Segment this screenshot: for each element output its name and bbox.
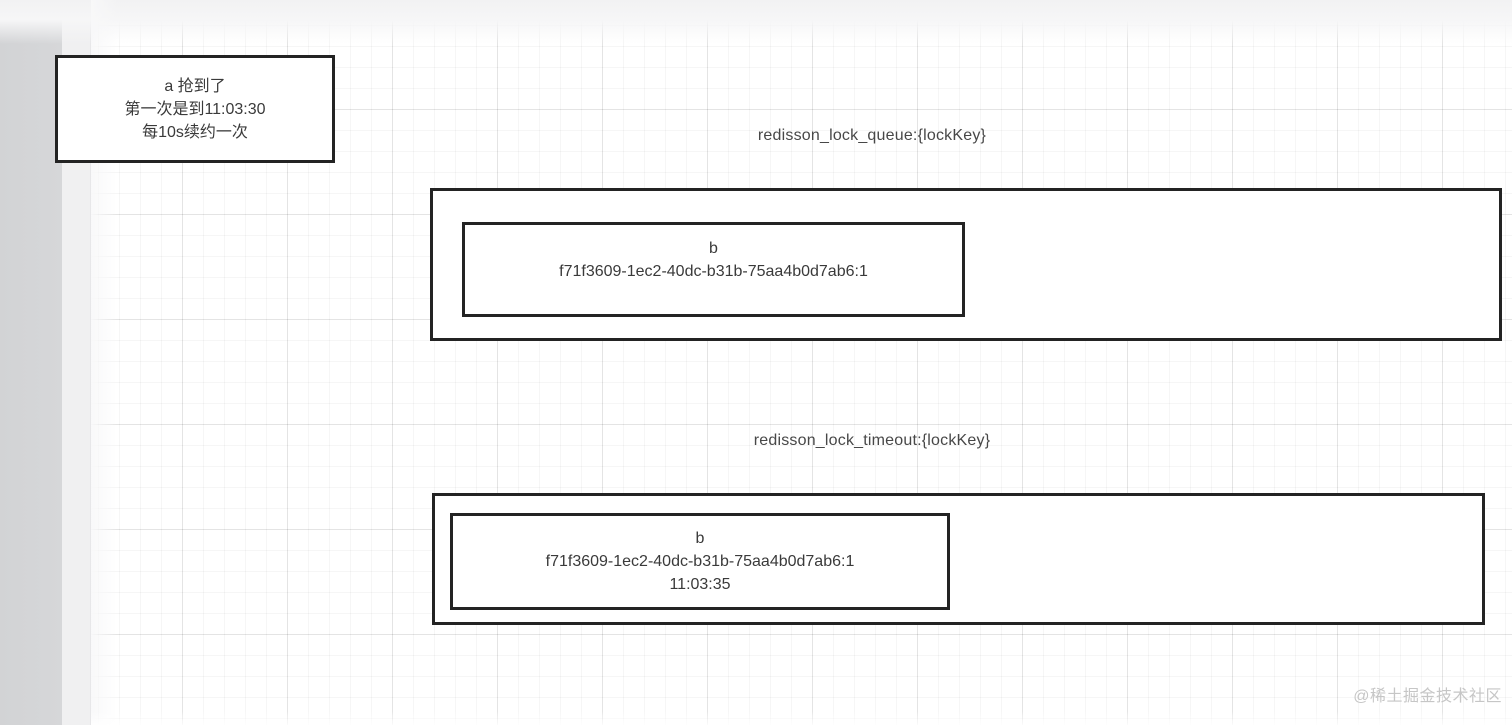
timeout-container-box[interactable]: b f71f3609-1ec2-40dc-b31b-75aa4b0d7ab6:1… <box>432 493 1485 625</box>
watermark: @稀土掘金技术社区 <box>1353 688 1502 705</box>
timeout-key-label: redisson_lock_timeout:{lockKey} <box>753 432 991 449</box>
note-line-1: a 抢到了 <box>164 77 226 95</box>
note-line-2: 第一次是到11:03:30 <box>124 100 266 118</box>
queue-container-box[interactable]: b f71f3609-1ec2-40dc-b31b-75aa4b0d7ab6:1 <box>430 188 1502 341</box>
note-box-lock-holder[interactable]: a 抢到了 第一次是到11:03:30 每10s续约一次 <box>55 55 335 163</box>
timeout-entry-value: f71f3609-1ec2-40dc-b31b-75aa4b0d7ab6:1 <box>545 553 855 570</box>
queue-entry-owner: b <box>709 239 718 257</box>
timeout-entry-box[interactable]: b f71f3609-1ec2-40dc-b31b-75aa4b0d7ab6:1… <box>450 513 950 610</box>
queue-entry-box[interactable]: b f71f3609-1ec2-40dc-b31b-75aa4b0d7ab6:1 <box>462 222 965 317</box>
left-gutter <box>0 0 62 725</box>
timeout-entry-time: 11:03:35 <box>669 576 731 593</box>
queue-key-label: redisson_lock_queue:{lockKey} <box>757 127 987 144</box>
timeout-entry-owner: b <box>695 530 705 547</box>
note-line-3: 每10s续约一次 <box>142 123 248 141</box>
queue-entry-value: f71f3609-1ec2-40dc-b31b-75aa4b0d7ab6:1 <box>559 262 868 280</box>
